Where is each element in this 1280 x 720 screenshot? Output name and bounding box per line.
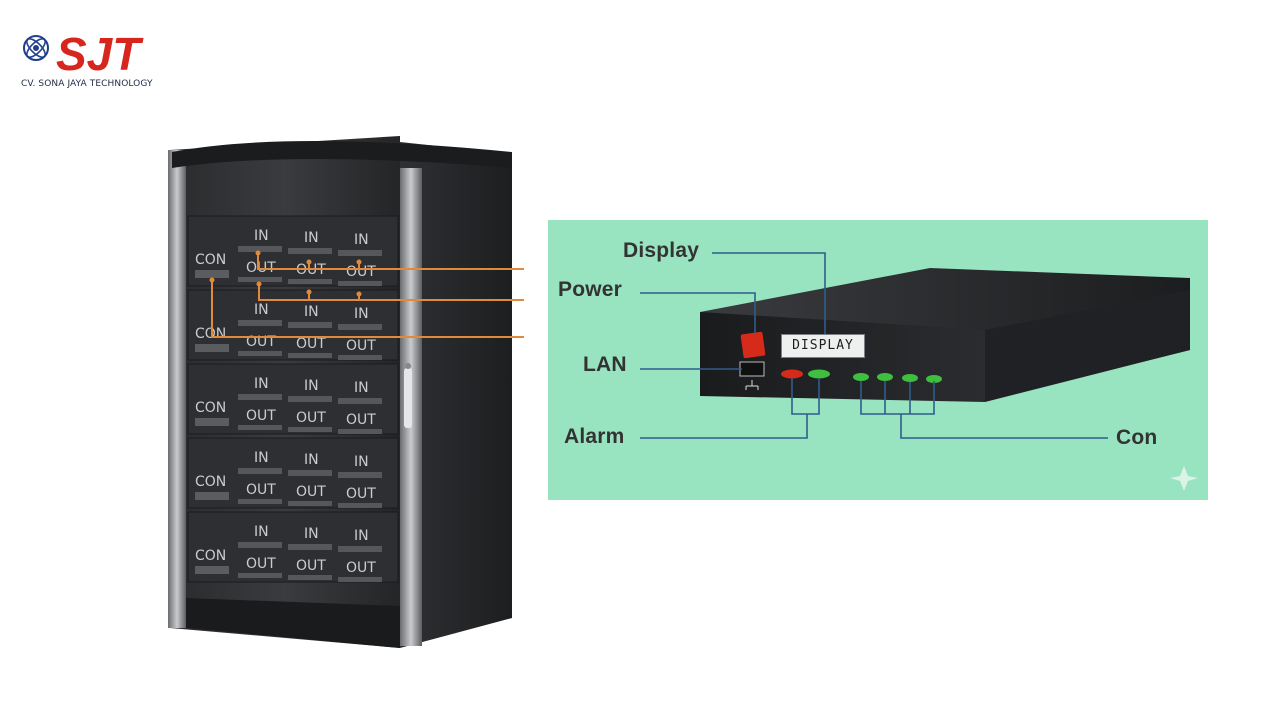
out-label: OUT: [296, 558, 326, 574]
in-label: IN: [354, 380, 369, 396]
in-label: IN: [304, 230, 319, 246]
out-label: OUT: [246, 556, 276, 572]
logo-brand: SJT: [56, 28, 144, 80]
in-label: IN: [254, 376, 269, 392]
con-label: CON: [195, 474, 226, 490]
out-label: OUT: [296, 410, 326, 426]
out-label: OUT: [296, 262, 326, 278]
label-lan: LAN: [583, 353, 627, 376]
cabinet-module: CON IN IN IN OUT OUT OUT: [187, 289, 399, 361]
out-label: OUT: [246, 482, 276, 498]
out-label: OUT: [346, 412, 376, 428]
server-cabinet: CON IN IN IN OUT OUT OUT CON IN IN IN OUT OUT OUT CON I…: [168, 136, 512, 648]
out-label: OUT: [246, 260, 276, 276]
con-label: CON: [195, 252, 226, 268]
in-label: IN: [254, 228, 269, 244]
globe-icon: [23, 35, 49, 61]
out-label: OUT: [246, 334, 276, 350]
out-label: OUT: [346, 338, 376, 354]
in-label: IN: [254, 524, 269, 540]
logo-mark: SJT: [23, 28, 144, 80]
company-name: CV. SONA JAYA TECHNOLOGY: [21, 79, 153, 89]
in-label: IN: [304, 526, 319, 542]
out-label: OUT: [296, 484, 326, 500]
cabinet-module: CON IN IN IN OUT OUT OUT: [187, 511, 399, 583]
in-label: IN: [354, 306, 369, 322]
cabinet-module: CON IN IN IN OUT OUT OUT: [187, 437, 399, 509]
con-label: CON: [195, 548, 226, 564]
cabinet-module: CON IN IN IN OUT OUT OUT: [187, 363, 399, 435]
label-con: Con: [1116, 426, 1158, 449]
con-label: CON: [195, 400, 226, 416]
cabinet-module: CON IN IN IN OUT OUT OUT: [187, 215, 399, 287]
in-label: IN: [304, 378, 319, 394]
label-display: Display: [623, 239, 700, 262]
out-label: OUT: [346, 486, 376, 502]
out-label: OUT: [296, 336, 326, 352]
in-label: IN: [354, 528, 369, 544]
label-alarm: Alarm: [564, 425, 625, 448]
device-display: DISPLAY: [781, 334, 865, 358]
in-label: IN: [254, 302, 269, 318]
out-label: OUT: [346, 264, 376, 280]
in-label: IN: [354, 232, 369, 248]
con-label: CON: [195, 326, 226, 342]
in-label: IN: [254, 450, 269, 466]
in-label: IN: [354, 454, 369, 470]
in-label: IN: [304, 452, 319, 468]
label-power: Power: [558, 278, 623, 301]
company-logo: SJT: [18, 24, 168, 94]
out-label: OUT: [246, 408, 276, 424]
in-label: IN: [304, 304, 319, 320]
out-label: OUT: [346, 560, 376, 576]
